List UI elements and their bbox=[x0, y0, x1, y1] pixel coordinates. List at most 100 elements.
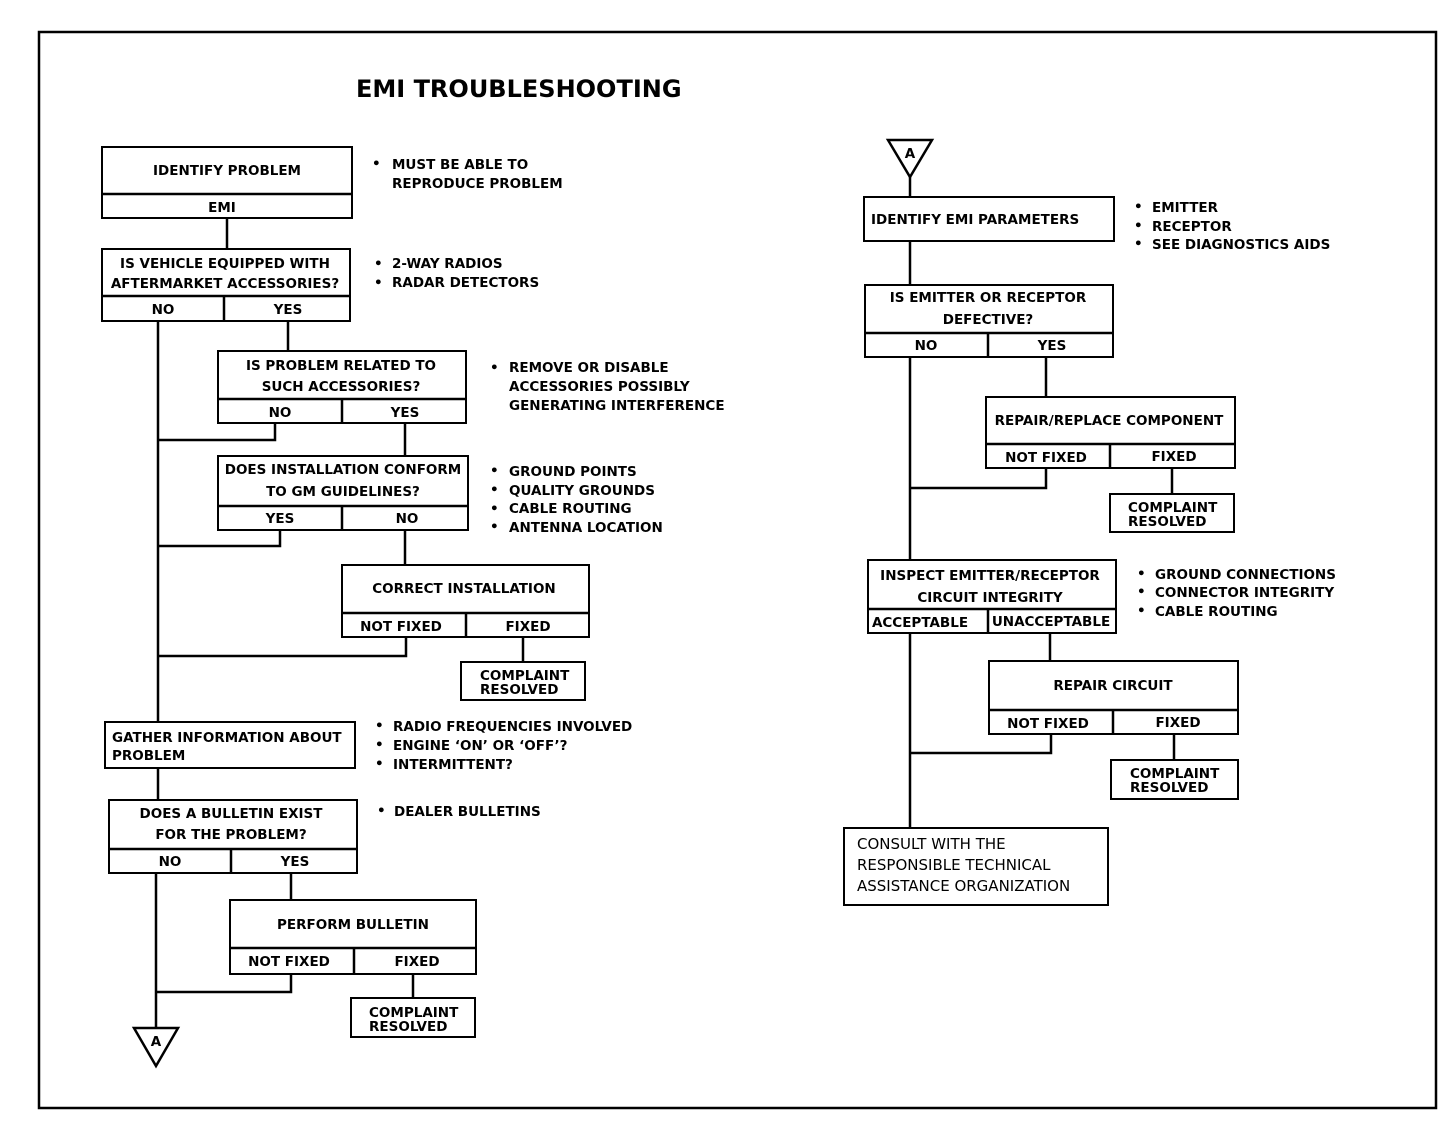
answer-acceptable: ACCEPTABLE bbox=[872, 615, 968, 631]
resolved-line: RESOLVED bbox=[480, 682, 558, 698]
connector-line bbox=[910, 734, 1053, 755]
note-bullet: • bbox=[375, 756, 384, 772]
answer-no: NO bbox=[396, 511, 419, 527]
answer-fixed: FIXED bbox=[1151, 449, 1196, 465]
note-bullet: • bbox=[1134, 199, 1143, 215]
outer-frame bbox=[37, 30, 1438, 1110]
answer-fixed: FIXED bbox=[505, 619, 550, 635]
connector-line bbox=[158, 637, 408, 658]
complaint-resolved-box: COMPLAINT RESOLVED bbox=[1110, 759, 1239, 800]
note-bullet: • bbox=[374, 275, 383, 291]
note-bullet: • bbox=[1137, 566, 1146, 582]
question-line: AFTERMARKET ACCESSORIES? bbox=[111, 276, 339, 292]
box-label: GATHER INFORMATION ABOUT bbox=[112, 730, 342, 746]
answer-not-fixed: NOT FIXED bbox=[1005, 450, 1087, 466]
resolved-line: COMPLAINT bbox=[480, 668, 570, 684]
repair-circuit-box: REPAIR CIRCUIT NOT FIXED FIXED bbox=[988, 660, 1239, 735]
inspect-notes: • GROUND CONNECTIONS • CONNECTOR INTEGRI… bbox=[1137, 566, 1336, 620]
note-text: MUST BE ABLE TO bbox=[392, 157, 528, 173]
box-label: PROBLEM bbox=[112, 748, 185, 764]
box-label: PERFORM BULLETIN bbox=[277, 917, 429, 933]
related-notes: • REMOVE OR DISABLE ACCESSORIES POSSIBLY… bbox=[490, 360, 725, 414]
gather-notes: • RADIO FREQUENCIES INVOLVED • ENGINE ‘O… bbox=[375, 718, 632, 773]
answer-not-fixed: NOT FIXED bbox=[248, 954, 330, 970]
note-bullet: • bbox=[1134, 236, 1143, 252]
related-question-box: IS PROBLEM RELATED TO SUCH ACCESSORIES? … bbox=[217, 350, 467, 424]
aftermarket-notes: • 2-WAY RADIOS • RADAR DETECTORS bbox=[374, 256, 539, 291]
answer-yes: YES bbox=[390, 405, 420, 421]
box-label: REPAIR CIRCUIT bbox=[1053, 678, 1173, 694]
connector-label: A bbox=[905, 146, 916, 162]
note-bullet: • bbox=[490, 360, 499, 376]
perform-bulletin-box: PERFORM BULLETIN NOT FIXED FIXED bbox=[229, 899, 477, 975]
identify-parameters-box: IDENTIFY EMI PARAMETERS bbox=[863, 196, 1115, 242]
connector-line bbox=[910, 468, 1048, 490]
resolved-line: COMPLAINT bbox=[369, 1005, 459, 1021]
note-text: 2-WAY RADIOS bbox=[392, 256, 503, 272]
consult-line: RESPONSIBLE TECHNICAL bbox=[857, 856, 1051, 874]
complaint-resolved-box: COMPLAINT RESOLVED bbox=[350, 997, 476, 1038]
note-text: INTERMITTENT? bbox=[393, 757, 513, 773]
answer-no: NO bbox=[915, 338, 938, 354]
note-text: RECEPTOR bbox=[1152, 219, 1232, 235]
note-bullet: • bbox=[1137, 584, 1146, 600]
answer-yes: YES bbox=[1037, 338, 1067, 354]
note-text: CONNECTOR INTEGRITY bbox=[1155, 585, 1334, 601]
note-text: ENGINE ‘ON’ OR ‘OFF’? bbox=[393, 738, 567, 754]
connector-line bbox=[158, 530, 282, 548]
note-text: ANTENNA LOCATION bbox=[509, 520, 663, 536]
note-bullet: • bbox=[1137, 603, 1146, 619]
note-bullet: • bbox=[1134, 218, 1143, 234]
identify-problem-box: IDENTIFY PROBLEM EMI bbox=[101, 146, 353, 219]
note-text: REMOVE OR DISABLE bbox=[509, 360, 669, 376]
question-line: IS PROBLEM RELATED TO bbox=[246, 358, 436, 374]
consult-line: ASSISTANCE ORGANIZATION bbox=[857, 877, 1070, 895]
question-line: DOES A BULLETIN EXIST bbox=[140, 806, 324, 822]
note-text: CABLE ROUTING bbox=[509, 501, 632, 517]
note-bullet: • bbox=[490, 501, 499, 517]
repair-component-box: REPAIR/REPLACE COMPONENT NOT FIXED FIXED bbox=[985, 396, 1236, 469]
box-label: REPAIR/REPLACE COMPONENT bbox=[995, 413, 1224, 429]
answer-yes: YES bbox=[265, 511, 295, 527]
question-line: FOR THE PROBLEM? bbox=[155, 827, 306, 843]
note-text: SEE DIAGNOSTICS AIDS bbox=[1152, 237, 1330, 253]
answer-fixed: FIXED bbox=[1155, 715, 1200, 731]
note-text: GROUND POINTS bbox=[509, 464, 637, 480]
note-text: EMITTER bbox=[1152, 200, 1219, 216]
question-line: INSPECT EMITTER/RECEPTOR bbox=[880, 568, 1100, 584]
conform-notes: • GROUND POINTS • QUALITY GROUNDS • CABL… bbox=[490, 463, 663, 536]
bulletin-question-box: DOES A BULLETIN EXIST FOR THE PROBLEM? N… bbox=[108, 799, 358, 874]
defective-question-box: IS EMITTER OR RECEPTOR DEFECTIVE? NO YES bbox=[864, 284, 1114, 358]
connector-a-bottom: A bbox=[131, 1026, 181, 1069]
gather-information-box: GATHER INFORMATION ABOUT PROBLEM bbox=[104, 721, 356, 769]
box-label: CORRECT INSTALLATION bbox=[372, 581, 555, 597]
connector-a-top: A bbox=[885, 138, 935, 180]
question-line: DEFECTIVE? bbox=[943, 312, 1034, 328]
answer-not-fixed: NOT FIXED bbox=[1007, 716, 1089, 732]
connector-line bbox=[156, 974, 293, 994]
question-line: SUCH ACCESSORIES? bbox=[262, 379, 421, 395]
answer-no: NO bbox=[159, 854, 182, 870]
answer-unacceptable: UNACCEPTABLE bbox=[992, 614, 1110, 630]
answer-not-fixed: NOT FIXED bbox=[360, 619, 442, 635]
note-bullet: • bbox=[374, 256, 383, 272]
note-bullet: • bbox=[490, 463, 499, 479]
aftermarket-question-box: IS VEHICLE EQUIPPED WITH AFTERMARKET ACC… bbox=[101, 248, 351, 322]
resolved-line: RESOLVED bbox=[1130, 780, 1208, 796]
inspect-circuit-box: INSPECT EMITTER/RECEPTOR CIRCUIT INTEGRI… bbox=[867, 559, 1117, 634]
note-bullet: • bbox=[377, 803, 386, 819]
answer-yes: YES bbox=[280, 854, 310, 870]
answer-fixed: FIXED bbox=[394, 954, 439, 970]
question-line: IS EMITTER OR RECEPTOR bbox=[890, 290, 1087, 306]
connector-label: A bbox=[151, 1034, 162, 1050]
resolved-line: COMPLAINT bbox=[1128, 500, 1218, 516]
complaint-resolved-box: COMPLAINT RESOLVED bbox=[460, 661, 586, 701]
note-bullet: • bbox=[490, 519, 499, 535]
question-line: TO GM GUIDELINES? bbox=[266, 484, 420, 500]
bulletin-notes: • DEALER BULLETINS bbox=[377, 803, 541, 820]
note-text: ACCESSORIES POSSIBLY bbox=[509, 379, 690, 395]
note-bullet: • bbox=[375, 718, 384, 734]
note-text: GROUND CONNECTIONS bbox=[1155, 567, 1336, 583]
connector-line bbox=[158, 423, 277, 442]
